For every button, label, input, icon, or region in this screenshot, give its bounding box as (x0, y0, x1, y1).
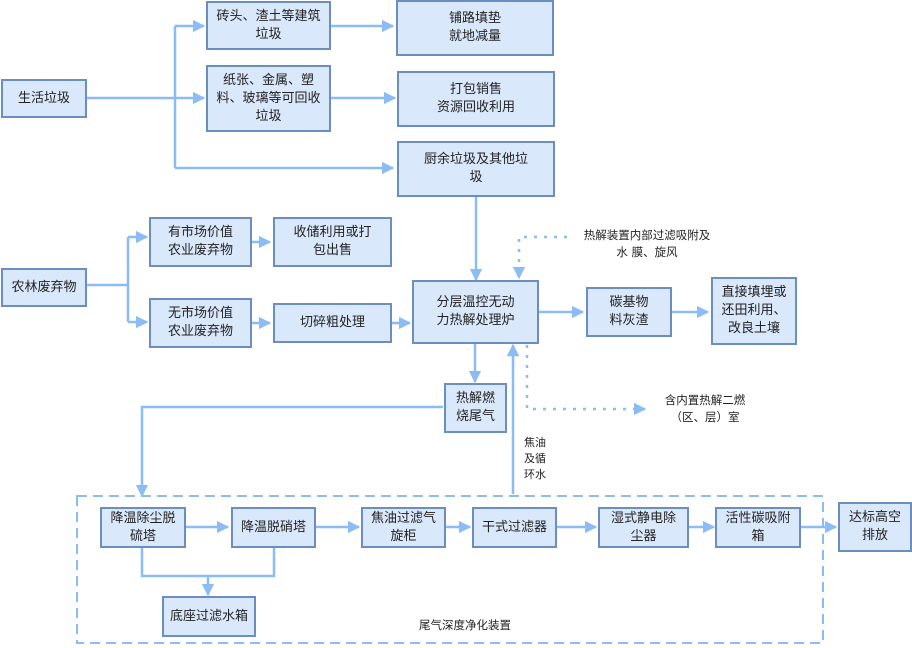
node-road-paving: 铺路填垫 就地减量 (396, 0, 554, 56)
node-wet-esp: 湿式静电除 尘器 (598, 507, 689, 548)
note-secondary-combustion: 含内置热解二燃 （区、层）室 (664, 393, 746, 424)
node-shredding: 切碎粗处理 (273, 303, 392, 343)
node-landfill-soil: 直接填埋或 还田利用、 改良土壤 (711, 277, 797, 345)
node-unvalued-agri-waste: 无市场价值 农业废弃物 (149, 298, 252, 348)
note-tar-water: 焦油 及循 环水 (524, 436, 546, 481)
node-store-or-sell: 收储利用或打 包出售 (273, 217, 392, 267)
edge-exhaust-to-purifier (135, 405, 443, 498)
node-recyclable-waste: 纸张、金属、塑 料、玻璃等可回收 垃圾 (206, 65, 331, 132)
purification-group-label: 尾气深度净化装置 (419, 618, 511, 632)
node-pack-sell: 打包销售 资源回收利用 (397, 71, 555, 127)
node-carbon-residue: 碳基物 料灰渣 (586, 287, 672, 337)
node-cooling-desulfur-tower: 降温除尘脱 硫塔 (100, 507, 186, 548)
node-dry-filter: 干式过滤器 (472, 507, 557, 548)
node-pyrolysis-exhaust: 热解燃 烧尾气 (444, 383, 507, 433)
node-construction-waste: 砖头、渣土等建筑 垃圾 (206, 1, 331, 50)
node-tar-filter-cabinet: 焦油过滤气 旋柜 (361, 507, 446, 548)
edge-towers-to-tank (140, 547, 276, 578)
node-pyrolysis-furnace: 分层温控无动 力热解处理炉 (412, 280, 539, 344)
note-internal-filter: 热解装置内部过滤吸附及 水 膜、旋风 (583, 228, 711, 259)
node-cooling-denitration-tower: 降温脱硝塔 (231, 507, 316, 548)
edge-secondary-combustion-dotted (525, 345, 647, 416)
node-agri-forestry-waste: 农林废弃物 (1, 268, 87, 307)
node-base-filter-tank: 底座过滤水箱 (162, 596, 256, 637)
node-high-altitude-emission: 达标高空 排放 (838, 502, 912, 552)
purification-group-border (76, 495, 824, 644)
node-domestic-waste: 生活垃圾 (1, 79, 87, 118)
node-activated-carbon-box: 活性碳吸附 箱 (715, 507, 801, 548)
node-kitchen-waste: 厨余垃圾及其他垃 圾 (397, 141, 555, 197)
edge-internal-filter-dotted (512, 235, 567, 280)
node-valued-agri-waste: 有市场价值 农业废弃物 (149, 217, 252, 267)
